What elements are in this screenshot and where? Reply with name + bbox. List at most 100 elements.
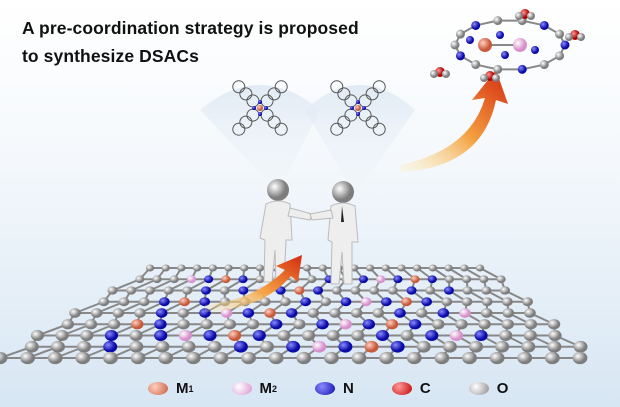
carbon-atom [169,275,179,284]
carbon-atom [240,264,249,272]
m2-atom [360,297,372,307]
nitrogen-atom [252,330,266,341]
carbon-atom [478,319,491,330]
carbon-atom [50,340,65,353]
carbon-atom [138,297,150,307]
nitrogen-atom [313,286,324,295]
carbon-atom [462,351,477,365]
m1-atom [179,297,190,307]
nitrogen-atom [443,286,454,295]
carbon-atom [241,351,256,365]
carbon-atom [481,297,493,307]
nitrogen-atom [406,286,417,295]
carbon-atom [379,351,395,365]
carbon-atom [177,264,186,272]
precursor-molecule [330,80,386,136]
nitrogen-atom [233,340,248,353]
carbon-atom [129,340,144,353]
zoom-cone-right [305,85,415,195]
nitrogen-atom [340,297,352,307]
m1-atom [131,319,144,330]
carbon-atom [479,275,489,284]
m2-atom [312,340,327,353]
carbon-atom [293,319,306,330]
carbon-atom [118,297,130,307]
carbon-atom [469,340,484,353]
carbon-atom [223,319,237,330]
graphene-lattice [0,264,588,365]
nitrogen-atom [437,308,450,318]
carbon-atom [425,286,436,295]
carbon-atom [69,308,81,318]
carbon-atom [320,297,332,307]
nitrogen-atom [375,330,390,341]
carbon-atom [412,264,422,272]
nitrogen-atom [286,340,301,353]
carbon-atom [207,340,222,353]
m2-atom [186,275,197,284]
carbon-atom [434,351,450,365]
nitrogen-atom [155,308,168,318]
legend-n: N [315,380,354,397]
m2-atom [449,330,464,341]
nitrogen-atom [408,319,422,330]
m2-atom [220,308,233,318]
carbon-atom [77,340,92,353]
carbon-atom [331,286,342,295]
carbon-atom [126,286,137,295]
carbon-atom [130,351,146,365]
carbon-atom [219,286,230,295]
carbon-atom [461,297,473,307]
carbon-atom [441,297,453,307]
carbon-atom [547,319,561,330]
carbon-atom [329,308,341,318]
carbon-atom [107,286,118,295]
carbon-atom [351,330,365,341]
m2-atom [459,308,471,318]
carbon-atom [61,319,75,330]
carbon-atom [455,319,468,330]
carbon-atom [112,308,125,318]
carbon-atom [144,286,155,295]
carbon-atom [98,297,110,307]
o-ball-icon [468,382,489,395]
carbon-atom [481,286,492,295]
carbon-atom [462,286,473,295]
dsac-molecule [430,9,585,82]
nitrogen-atom [427,275,437,284]
carbon-atom [80,330,94,341]
carbon-atom [324,351,339,365]
nitrogen-atom [316,319,329,330]
carbon-atom [255,275,265,284]
m1-atom [410,275,420,284]
carbon-atom [259,340,274,353]
nitrogen-atom [154,319,167,330]
carbon-atom [280,297,291,307]
nitrogen-atom [200,286,211,295]
carbon-atom [0,351,8,365]
nitrogen-atom [421,297,433,307]
nitrogen-atom [393,275,403,284]
carbon-atom [177,319,190,330]
carbon-atom [517,351,533,365]
carbon-atom [397,264,406,272]
carbon-atom [177,308,190,318]
m2-atom [339,319,352,330]
nitrogen-atom [158,297,170,307]
title-line-2: to synthesize DSACs [22,46,199,66]
carbon-atom [161,264,170,272]
m2-ball-icon [231,382,252,395]
carbon-atom [350,286,361,295]
person-right [309,181,359,285]
carbon-atom [192,264,202,272]
person-left [259,179,313,283]
carbon-atom [259,297,271,307]
carbon-atom [350,308,363,318]
nitrogen-atom [285,308,298,318]
carbon-atom [496,275,506,284]
nitrogen-atom [362,319,376,330]
carbon-atom [145,264,155,272]
